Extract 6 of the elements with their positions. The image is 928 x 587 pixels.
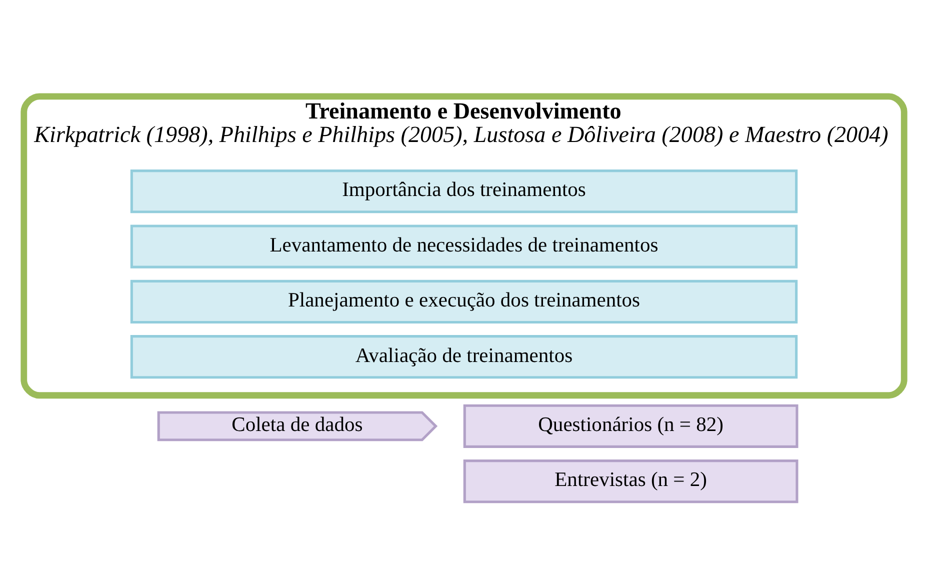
node-box: Importância dos treinamentos [130,169,798,213]
node-box: Avaliação de treinamentos [130,334,798,378]
node-box: Entrevistas (n = 2) [463,459,798,503]
node-box: Questionários (n = 82) [463,404,798,448]
node-box: Planejamento e execução dos treinamentos [130,279,798,324]
node-box: Levantamento de necessidades de treinamentos [130,224,798,268]
